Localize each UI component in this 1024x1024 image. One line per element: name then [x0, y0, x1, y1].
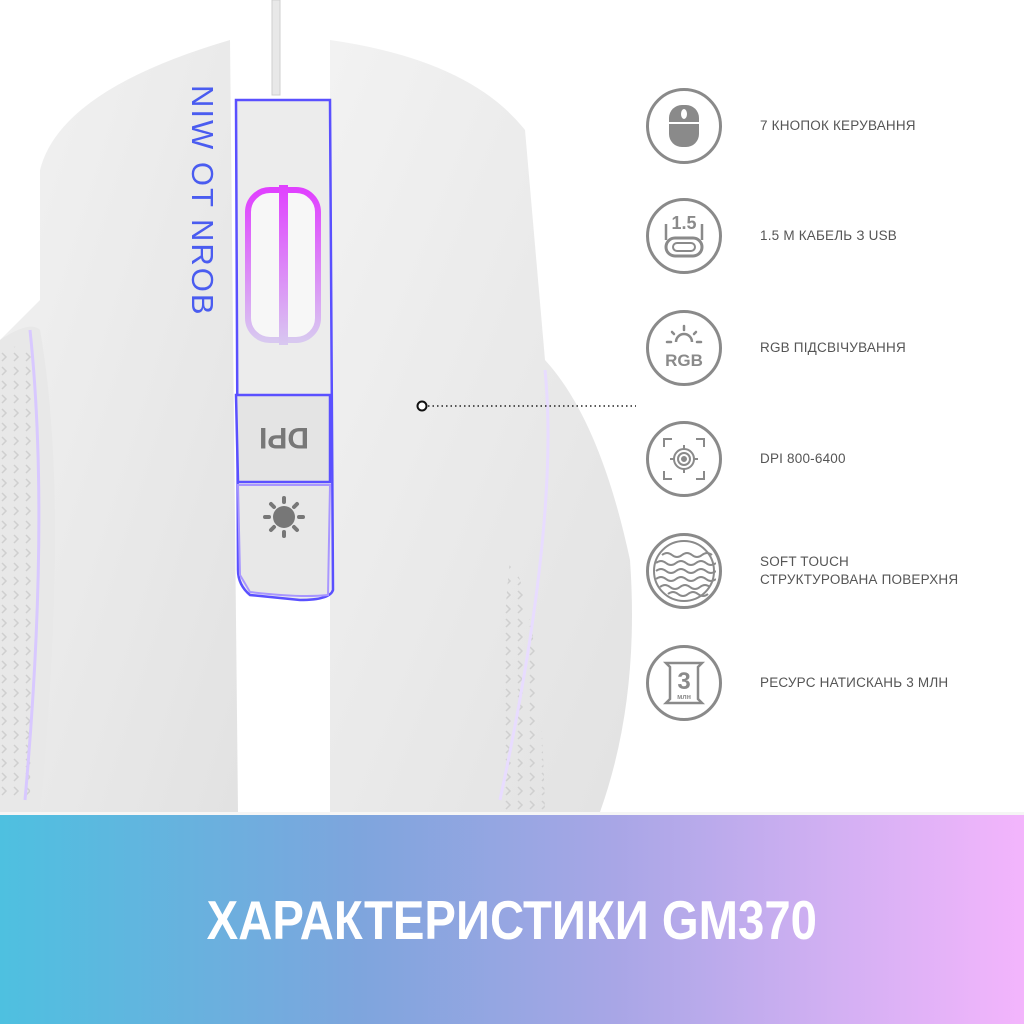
- rgb-light-icon: RGB: [646, 310, 722, 386]
- mouse-icon: [646, 88, 722, 164]
- dpi-sensor-icon: [646, 421, 722, 497]
- mouse-illustration: DPI NIW OT NROB: [0, 0, 632, 812]
- feature-label: 1.5 М КАБЕЛЬ З USB: [760, 228, 897, 243]
- banner-title: ХАРАКТЕРИСТИКИ GM370: [206, 888, 818, 951]
- mouse-product-image: DPI NIW OT NROB: [0, 0, 640, 812]
- feature-dpi: DPI 800-6400: [646, 421, 1024, 501]
- feature-label: DPI 800-6400: [760, 451, 846, 466]
- feature-soft-touch: SOFT TOUCH СТРУКТУРОВАНА ПОВЕРХНЯ: [646, 533, 1024, 613]
- specs-banner: ХАРАКТЕРИСТИКИ GM370: [0, 812, 1024, 1024]
- usb-cable-icon: 1.5: [646, 198, 722, 274]
- feature-rgb: RGB RGB ПІДСВІЧУВАННЯ: [646, 310, 1024, 390]
- svg-text:1.5: 1.5: [671, 213, 696, 233]
- feature-label: SOFT TOUCH СТРУКТУРОВАНА ПОВЕРХНЯ: [760, 533, 958, 609]
- callout-pointer: [416, 400, 636, 412]
- click-resource-icon: 3 млн: [646, 645, 722, 721]
- soft-touch-texture-icon: [646, 533, 722, 609]
- svg-text:3: 3: [677, 668, 690, 695]
- feature-label: RGB ПІДСВІЧУВАННЯ: [760, 340, 906, 355]
- feature-click-resource: 3 млн РЕСУРС НАТИСКАНЬ 3 МЛН: [646, 645, 1024, 725]
- feature-label-line2: СТРУКТУРОВАНА ПОВЕРХНЯ: [760, 572, 959, 587]
- dpi-button-label: DPI: [259, 421, 309, 454]
- feature-label-line1: SOFT TOUCH: [760, 554, 850, 569]
- feature-cable: 1.5 1.5 М КАБЕЛЬ З USB: [646, 198, 1024, 278]
- svg-text:RGB: RGB: [665, 351, 703, 370]
- svg-text:млн: млн: [677, 694, 691, 701]
- feature-label: РЕСУРС НАТИСКАНЬ 3 МЛН: [760, 675, 949, 690]
- born-to-win-print: NIW OT NROB: [185, 85, 220, 317]
- feature-control-buttons: 7 КНОПОК КЕРУВАННЯ: [646, 88, 1024, 168]
- feature-label: 7 КНОПОК КЕРУВАННЯ: [760, 118, 916, 133]
